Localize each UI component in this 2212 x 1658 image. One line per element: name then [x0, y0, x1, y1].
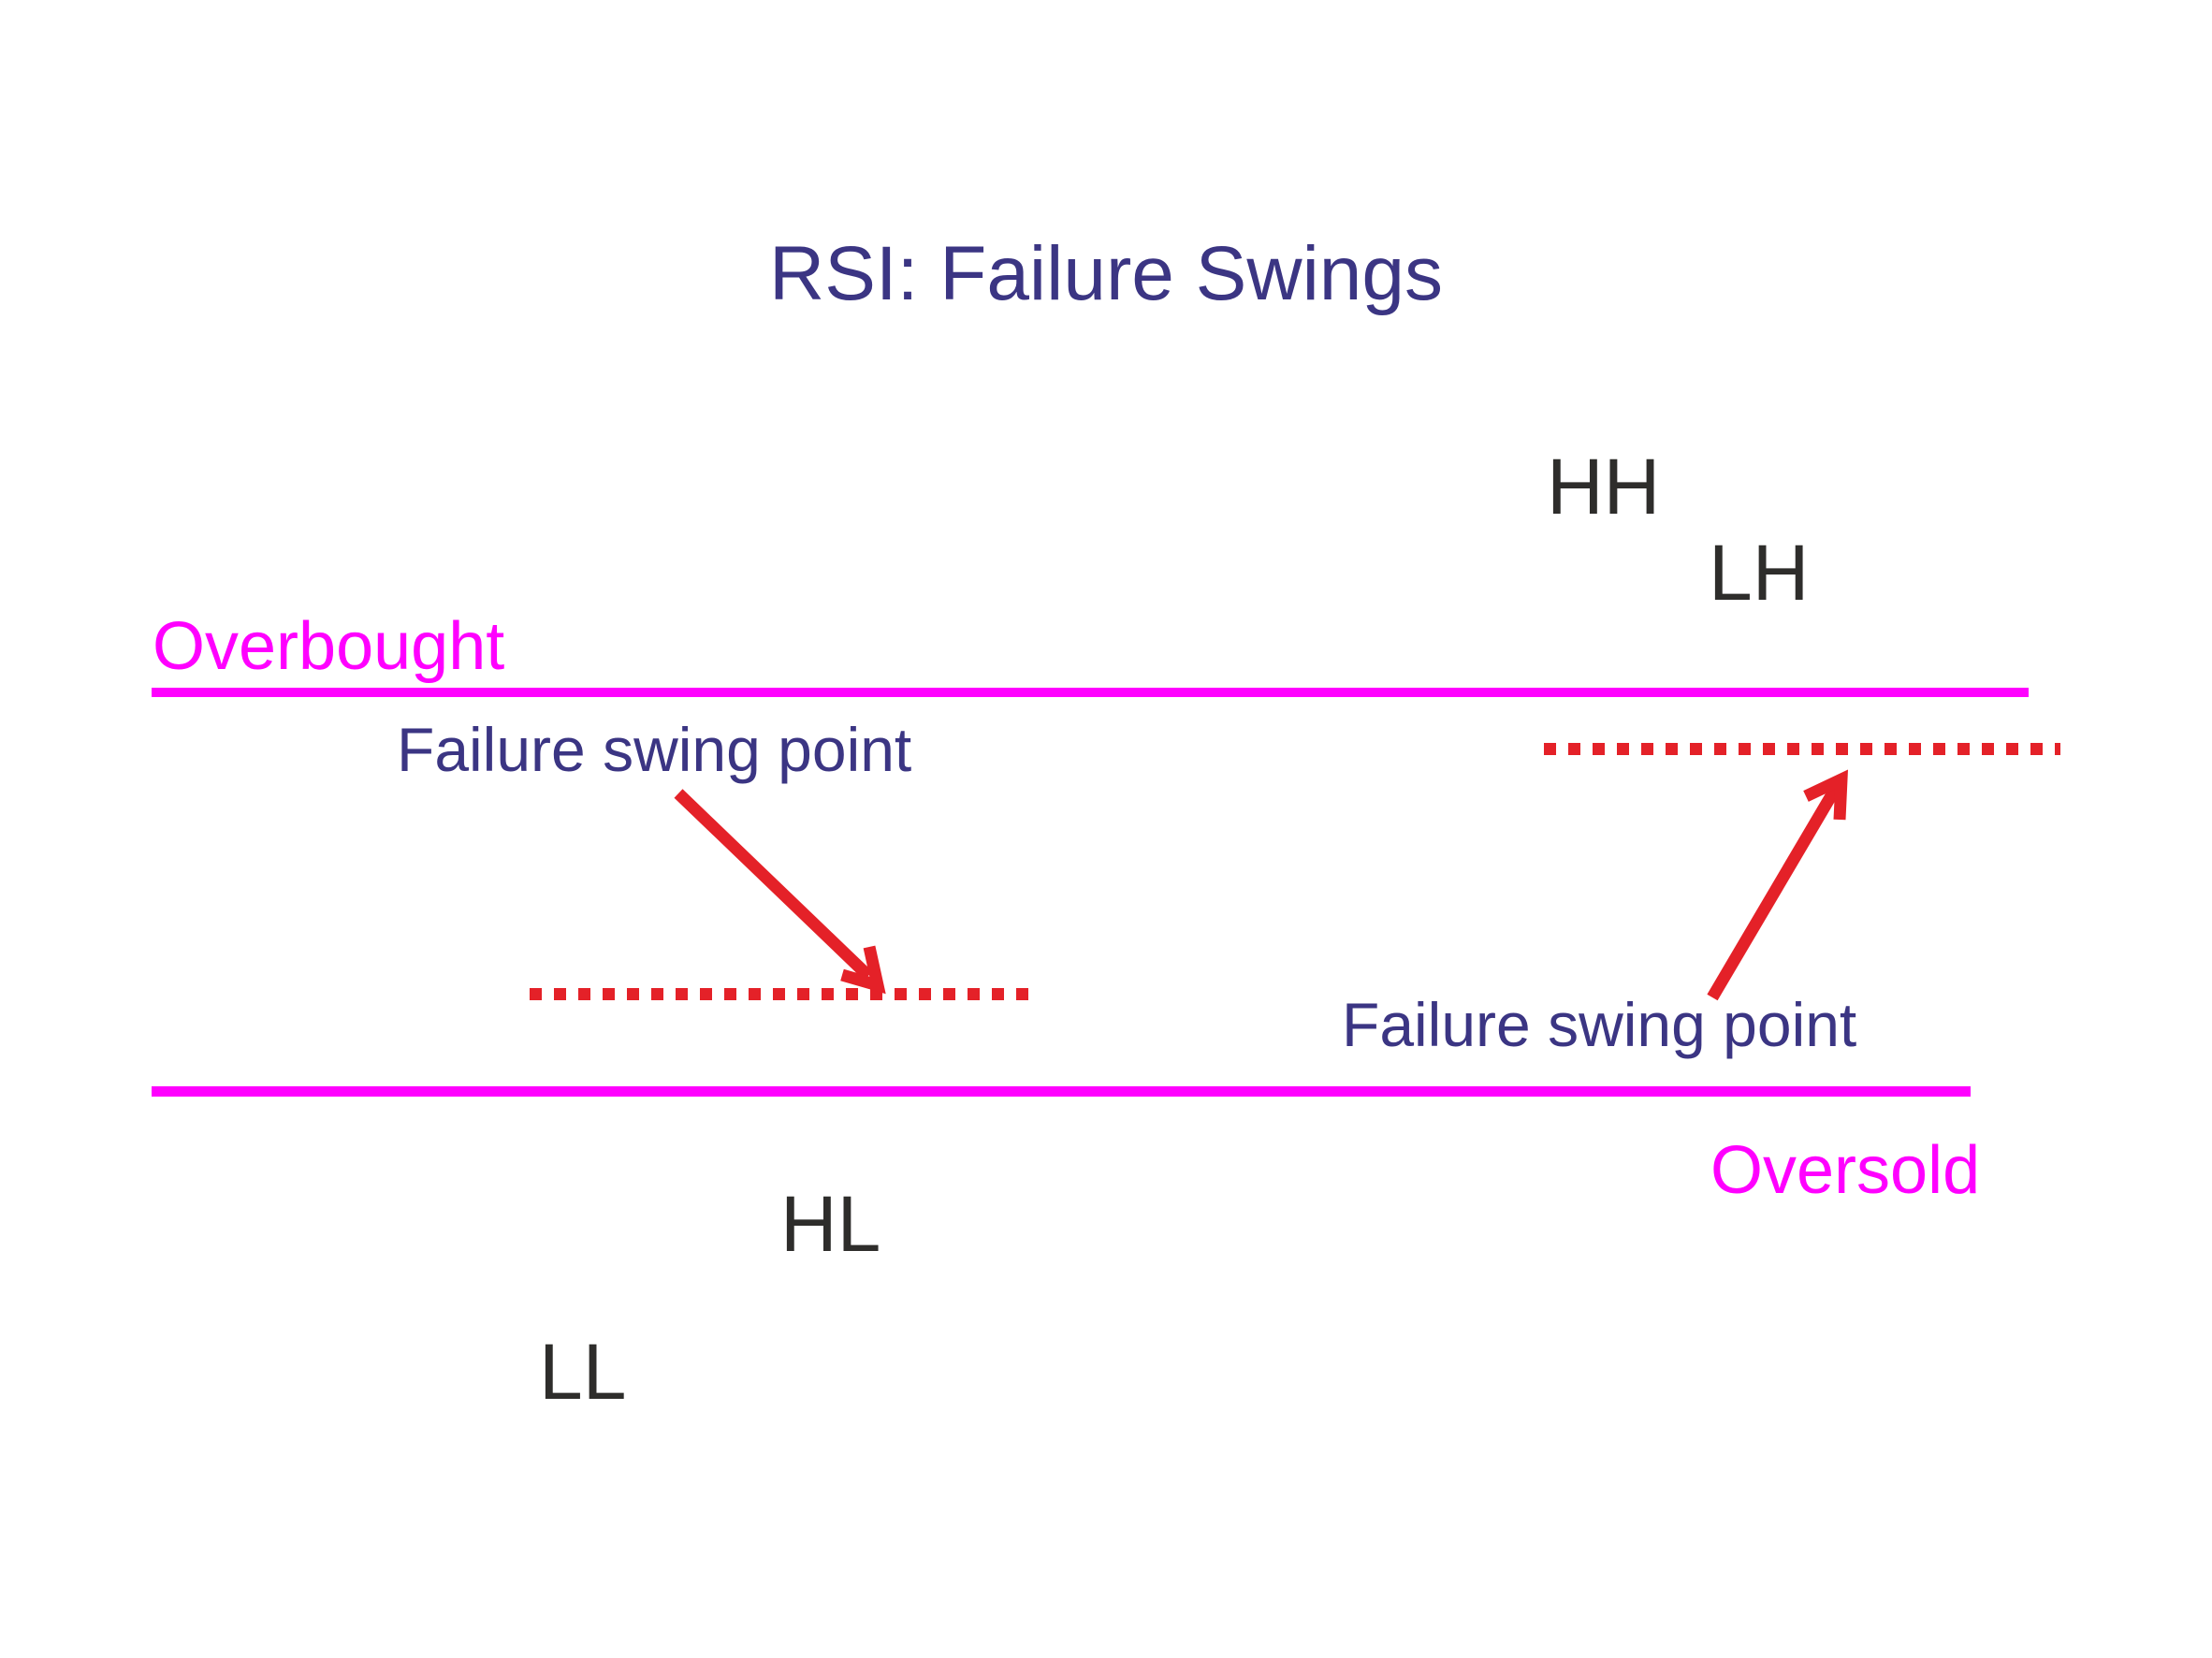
oversold-threshold-line: [152, 1086, 1971, 1097]
swing-label-higher-low: HL: [780, 1180, 881, 1268]
bottom-failure-swing-level-dotted-line: [530, 988, 1041, 1000]
annotation-failure-swing-point-right: Failure swing point: [1342, 990, 1857, 1059]
swing-label-lower-high: LH: [1709, 529, 1810, 617]
page-title: RSI: Failure Swings: [768, 231, 1444, 316]
up-right-arrow-icon: [1707, 769, 1848, 1001]
top-failure-swing-level-dotted-line: [1544, 743, 2060, 755]
overbought-threshold-line: [152, 688, 2029, 697]
annotation-failure-swing-point-left: Failure swing point: [397, 715, 912, 784]
oversold-label: Oversold: [1710, 1133, 1981, 1208]
swing-label-lower-low: LL: [539, 1328, 627, 1416]
down-right-arrow-icon: [674, 789, 886, 995]
swing-label-higher-high: HH: [1547, 443, 1661, 531]
overbought-label: Overbought: [153, 609, 505, 684]
